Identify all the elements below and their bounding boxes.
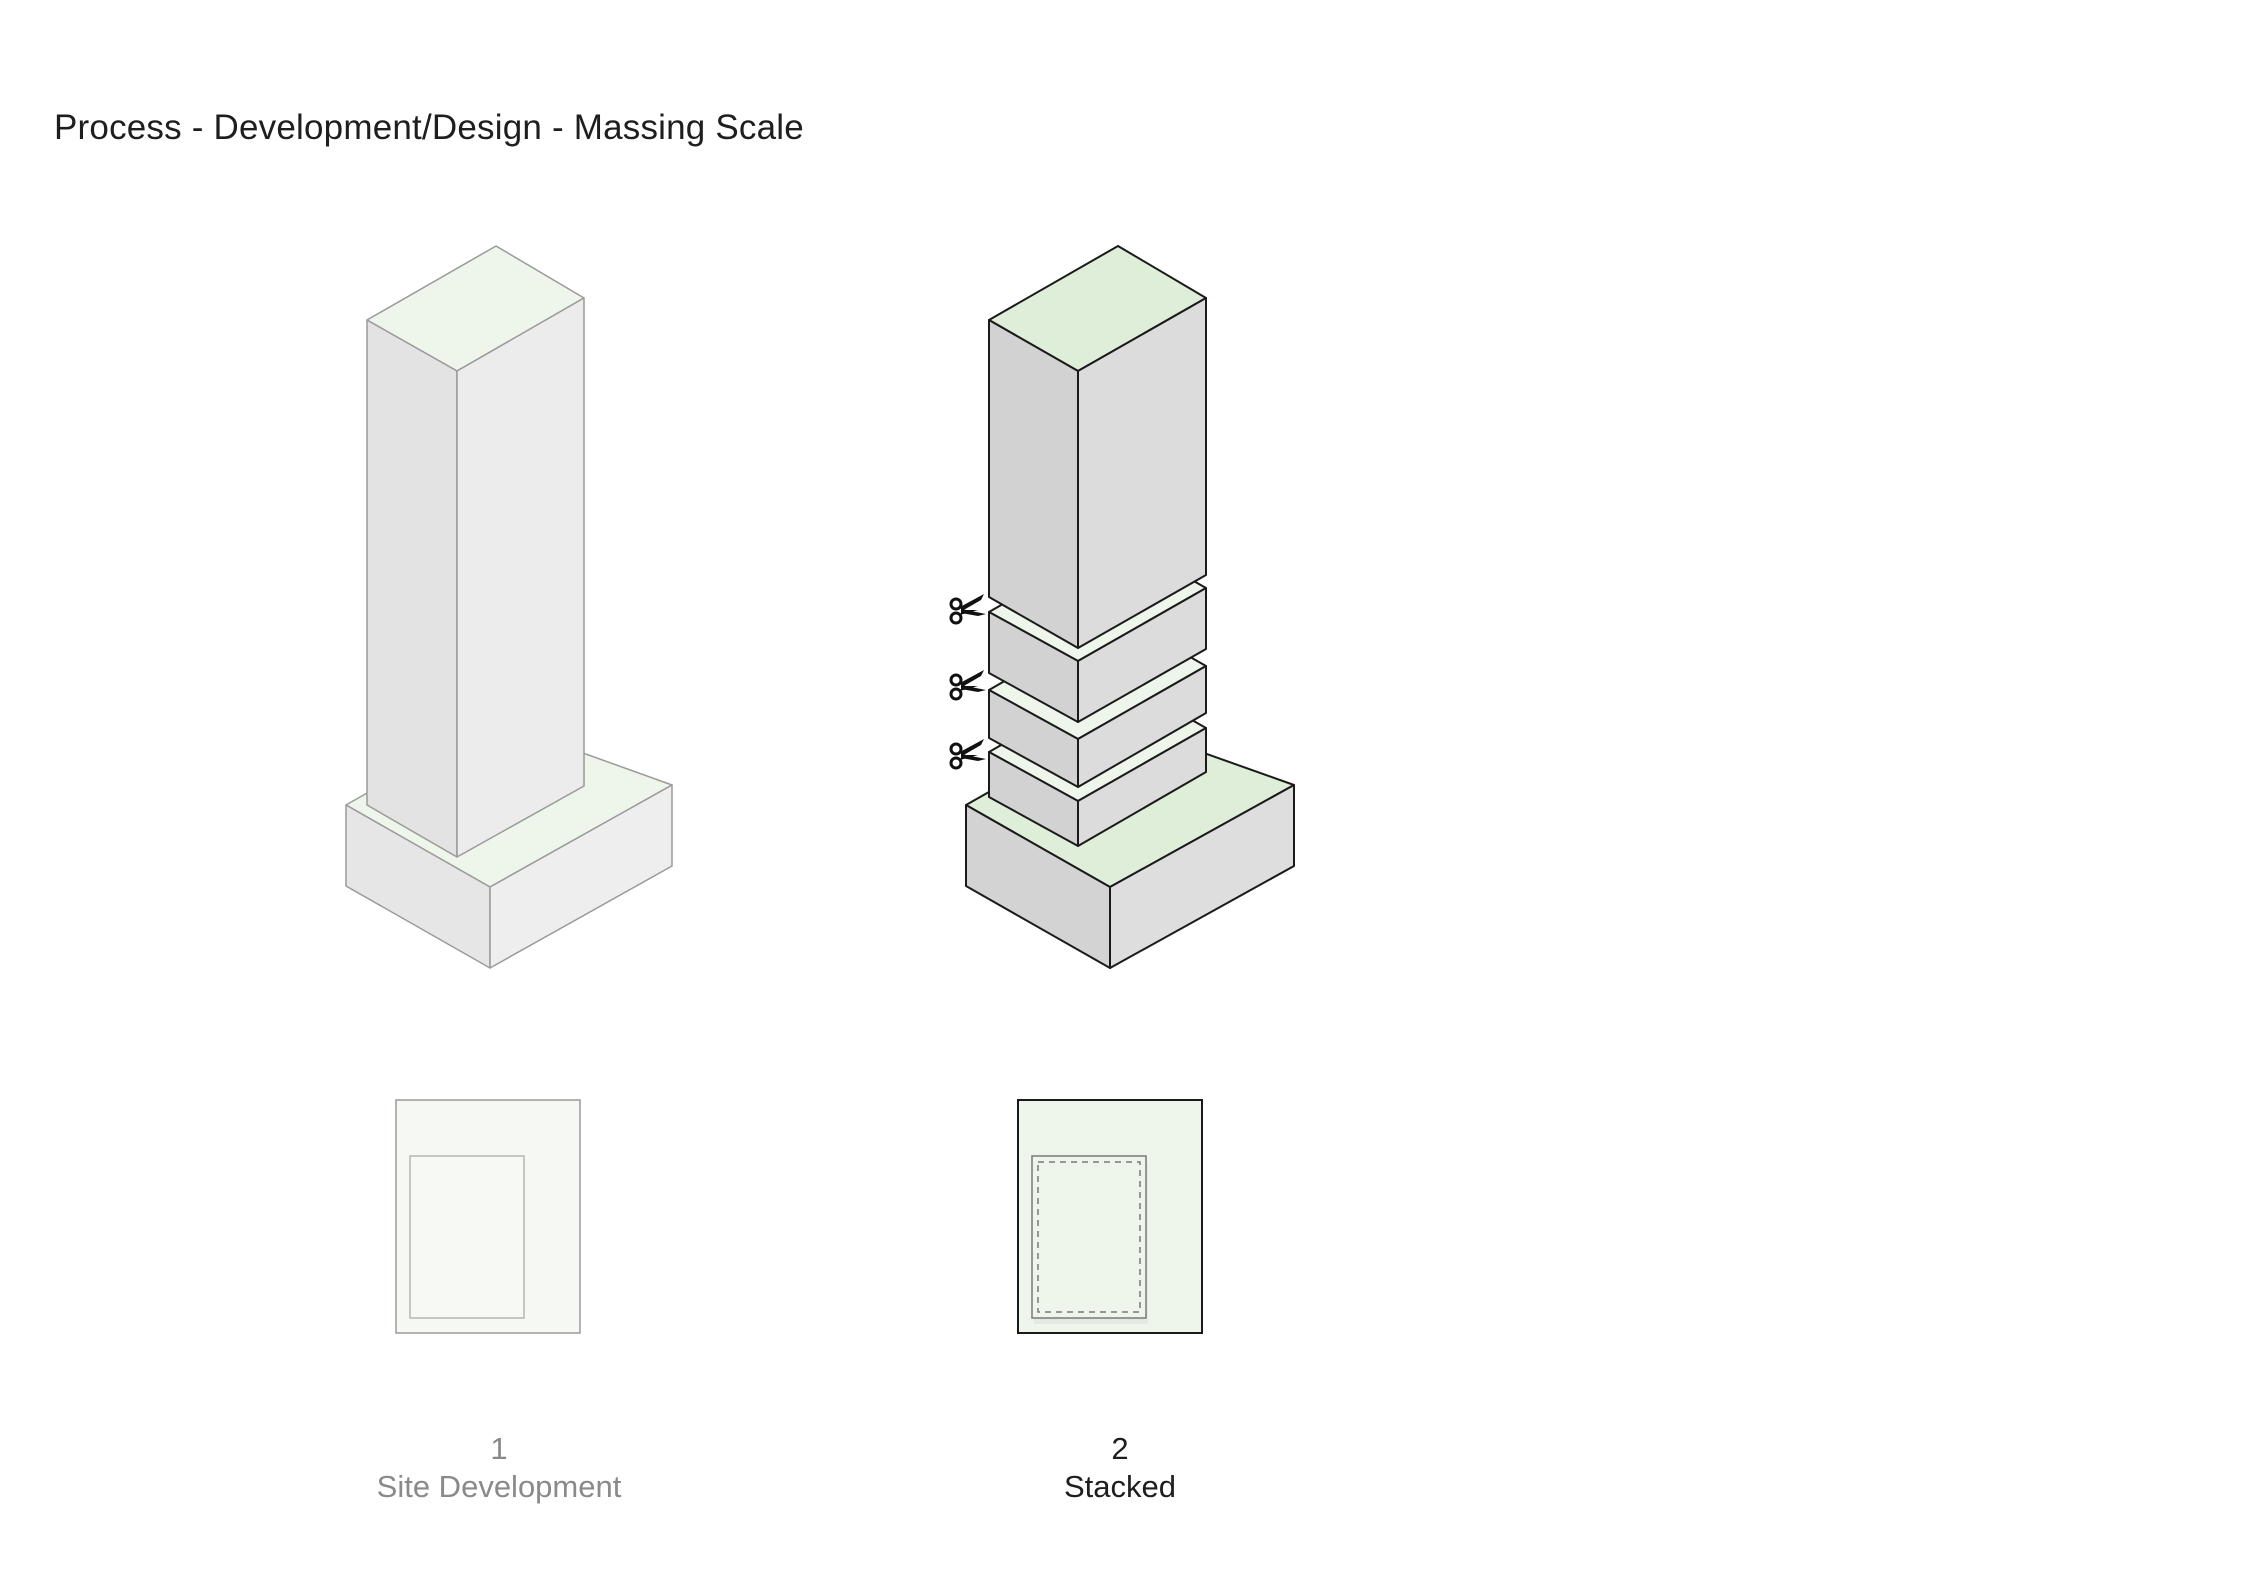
module-1-right-face <box>1077 587 1207 723</box>
tower-footprint <box>1031 1155 1147 1319</box>
podium-right-face <box>489 784 673 969</box>
site-plan-site-development <box>395 1099 581 1334</box>
scissors-icon <box>949 668 988 701</box>
tower-footprint <box>409 1155 525 1319</box>
stage-number: 2 <box>1111 1431 1129 1466</box>
tower-right-face <box>1077 297 1207 649</box>
podium-right-face <box>1109 784 1295 969</box>
module-2-right-face <box>1077 665 1207 788</box>
stage-label: Stacked <box>1063 1469 1176 1504</box>
tower-left-face <box>988 319 1079 649</box>
stage-caption-stacked: 2 Stacked <box>870 1430 1370 1506</box>
stage-number: 1 <box>490 1431 508 1466</box>
site-plan-stacked <box>1017 1099 1203 1334</box>
page-title: Process - Development/Design - Massing S… <box>54 108 804 147</box>
scissors-icon <box>949 737 988 770</box>
tower-left-face <box>366 319 458 858</box>
stage-caption-site-development: 1 Site Development <box>249 1430 749 1506</box>
massing-model-site-development <box>345 245 673 969</box>
module-3-right-face <box>1077 727 1207 847</box>
stage-label: Site Development <box>376 1469 622 1504</box>
tower-right-face <box>456 297 585 858</box>
scissors-icon <box>949 592 988 625</box>
massing-model-stacked <box>965 245 1295 969</box>
stacked-module-outline <box>1037 1161 1141 1313</box>
